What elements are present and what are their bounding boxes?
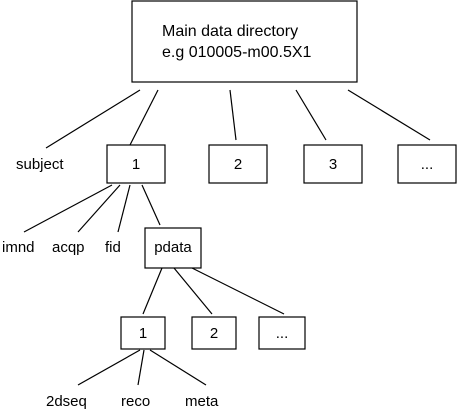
acqp-label: acqp: [52, 239, 85, 256]
more-procs-box: [258, 316, 306, 350]
scan2-label: 2: [234, 156, 242, 173]
pdata-child-nodes: 1 2 ...: [120, 316, 306, 350]
reco-label: reco: [121, 393, 150, 410]
root-title: Main data directory: [162, 23, 298, 40]
more-scans-label: ...: [421, 156, 434, 173]
edge-scan1-pdata: [141, 184, 161, 226]
root-edges: [45, 89, 431, 149]
scan2-box: [208, 144, 268, 184]
fid-label: fid: [105, 239, 121, 256]
edge-root-scan1: [129, 89, 159, 146]
edge-root-scan2: [229, 89, 237, 141]
edge-scan1-acqp: [77, 184, 121, 233]
proc1-edges: [77, 349, 207, 386]
edge-root-subject: [45, 89, 141, 149]
edge-root-more: [347, 89, 431, 141]
meta-label: meta: [185, 393, 219, 410]
edge-pdata-more: [191, 267, 285, 315]
pdata-box: [144, 227, 202, 269]
pdata-edges: [142, 267, 285, 315]
edge-proc1-reco: [137, 349, 145, 386]
imnd-label: imnd: [2, 239, 35, 256]
edge-pdata-proc2: [173, 267, 213, 315]
proc1-box: [120, 316, 166, 350]
edge-proc1-2dseq: [77, 349, 141, 386]
scan1-edges: [23, 184, 161, 233]
edge-root-scan3: [295, 89, 327, 141]
scan1-box: [106, 144, 166, 184]
scan3-label: 3: [329, 156, 337, 173]
proc1-label: 1: [139, 325, 147, 342]
scan1-label: 1: [132, 156, 140, 173]
edge-scan1-imnd: [23, 184, 113, 233]
more-scans-box: [397, 144, 457, 184]
subject-label: subject: [16, 156, 64, 173]
root-node: Main data directory e.g 010005-m00.5X1: [131, 0, 358, 83]
root-example: e.g 010005-m00.5X1: [162, 44, 312, 61]
pdata-label: pdata: [154, 239, 192, 256]
proc-file-nodes: 2dseq reco meta: [46, 393, 219, 410]
proc2-label: 2: [210, 325, 218, 342]
more-procs-label: ...: [276, 325, 289, 342]
proc2-box: [191, 316, 237, 350]
2dseq-label: 2dseq: [46, 393, 87, 410]
root-box: [131, 0, 358, 83]
edge-pdata-proc1: [142, 267, 163, 315]
scan-file-nodes: imnd acqp fid pdata: [2, 227, 202, 269]
scan3-box: [303, 144, 363, 184]
edge-scan1-fid: [117, 184, 131, 233]
edge-proc1-meta: [149, 349, 207, 386]
level1-nodes: subject 1 2 3 ...: [16, 144, 457, 184]
